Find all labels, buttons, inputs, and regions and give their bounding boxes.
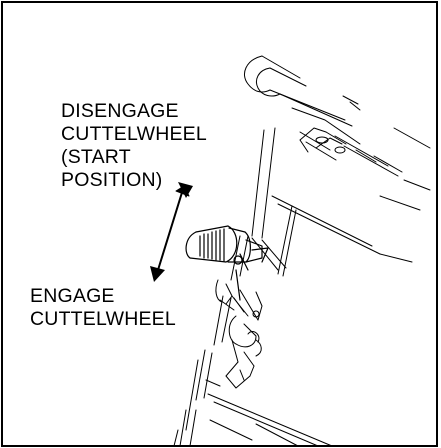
- cuttelwheel-knob: [185, 225, 269, 301]
- engage-disengage-arrow: [150, 182, 193, 282]
- engage-cuttelwheel-label: ENGAGE CUTTELWHEEL: [30, 285, 176, 331]
- disengage-label-line-2: CUTTELWHEEL: [61, 123, 207, 145]
- disengage-label-line-3: (START: [61, 146, 131, 168]
- engage-label-line-2: CUTTELWHEEL: [30, 308, 176, 330]
- disengage-label-line-1: DISENGAGE: [61, 100, 179, 122]
- upper-bracket: [299, 127, 347, 154]
- bottom-beams: [205, 379, 333, 447]
- mid-beams: [251, 195, 413, 277]
- engage-label-line-1: ENGAGE: [30, 285, 115, 307]
- disengage-label-line-4: POSITION): [61, 169, 163, 191]
- frame-post-rails: [173, 127, 276, 447]
- top-roller: [244, 55, 307, 97]
- disengage-cuttelwheel-label: DISENGAGE CUTTELWHEEL (START POSITION): [61, 100, 207, 192]
- upper-beams: [269, 89, 431, 211]
- lower-link-assembly: [215, 279, 263, 389]
